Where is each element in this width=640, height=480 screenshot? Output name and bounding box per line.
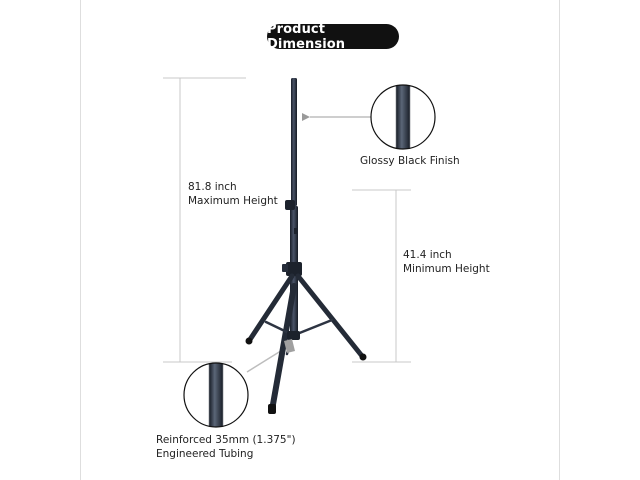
- tubing-line-1: Reinforced 35mm (1.375"): [156, 434, 296, 446]
- min-height-value: 41.4 inch: [403, 249, 452, 261]
- product-canvas: [80, 0, 560, 480]
- max-height-label: 81.8 inch Maximum Height: [188, 180, 278, 208]
- page-title: Product Dimension: [267, 22, 399, 52]
- finish-label: Glossy Black Finish: [360, 155, 460, 167]
- tubing-clamp: [284, 339, 295, 353]
- finish-zoom-circle: [370, 84, 436, 150]
- tubing-line-2: Engineered Tubing: [156, 448, 254, 460]
- max-height-caption: Maximum Height: [188, 195, 278, 207]
- min-height-guide: [352, 189, 411, 363]
- max-height-value: 81.8 inch: [188, 181, 237, 193]
- finish-clamp: [302, 113, 310, 121]
- max-height-guide: [163, 77, 246, 363]
- tripod-stand: [245, 78, 367, 414]
- tubing-zoom-circle: [183, 362, 249, 428]
- min-height-label: 41.4 inch Minimum Height: [403, 248, 490, 276]
- tubing-label: Reinforced 35mm (1.375") Engineered Tubi…: [156, 433, 296, 461]
- min-height-caption: Minimum Height: [403, 263, 490, 275]
